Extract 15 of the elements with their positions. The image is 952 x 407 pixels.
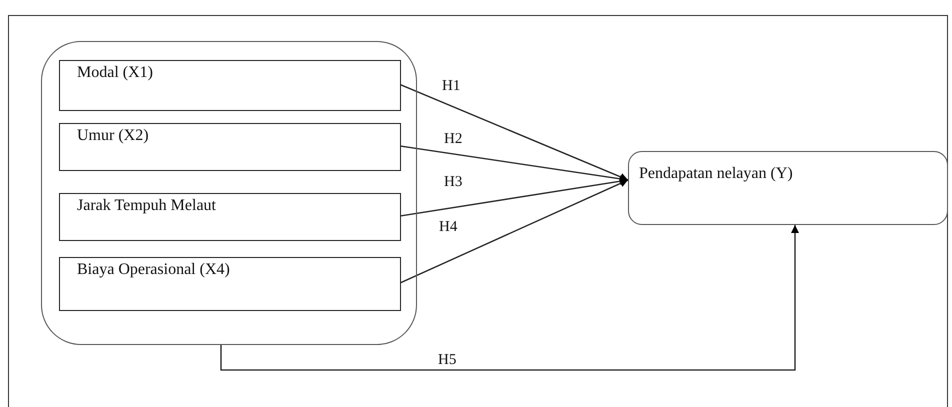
variable-box — [59, 193, 401, 241]
group-box — [41, 41, 417, 345]
node-label: Biaya Operasional (X4) — [77, 260, 230, 280]
node-label: Jarak Tempuh Melaut — [77, 196, 216, 216]
node-label: Umur (X2) — [77, 126, 149, 146]
node-label: Modal (X1) — [77, 63, 153, 83]
variable-box — [59, 123, 401, 171]
arrow — [400, 145, 628, 183]
arrow — [220, 225, 799, 371]
arrow — [400, 179, 628, 284]
variable-box — [59, 257, 401, 311]
variable-box — [59, 60, 401, 111]
arrow — [400, 84, 628, 181]
node-label: Pendapatan nelayan (Y) — [639, 164, 793, 184]
outcome-box — [628, 151, 948, 225]
